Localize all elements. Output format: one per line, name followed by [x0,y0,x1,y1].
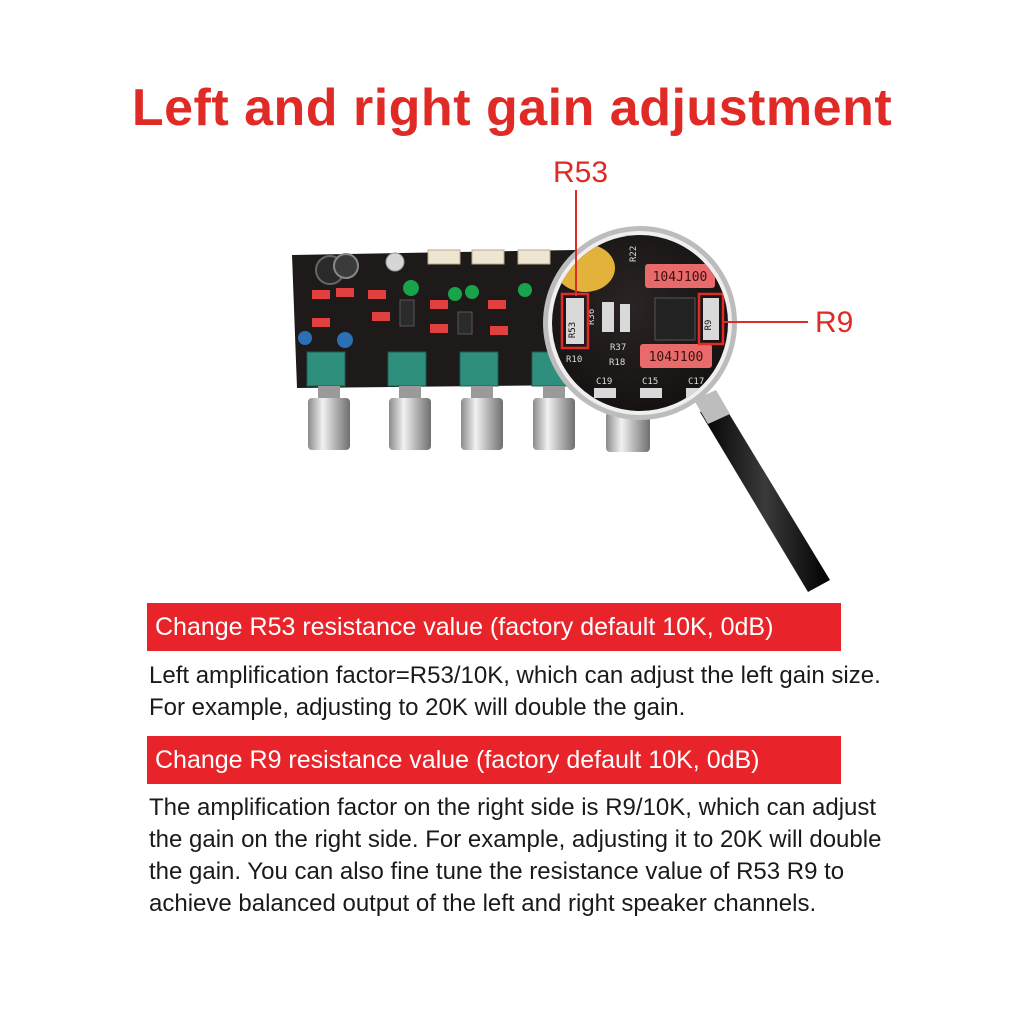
capacitor-icon [385,252,405,272]
r53-silk-label: R53 [568,322,578,338]
connector-icon [471,249,505,265]
capacitor-icon [333,253,359,279]
potentiometer-icon [387,351,427,387]
knob-icon [461,398,503,450]
knob-icon [533,398,575,450]
capacitor-icon [403,280,419,296]
capacitor-icon [298,331,312,345]
r53-section-body: Left amplification factor=R53/10K, which… [149,662,881,721]
r36-silk-label: R36 [587,309,597,325]
capacitor-icon [518,283,532,297]
cap-a-mark: 104J100 [653,270,708,285]
magnifier-handle [694,390,830,592]
connector-icon [427,249,461,265]
potentiometer-icon [306,351,346,387]
capacitor-icon [465,285,479,299]
c19-silk-label: C19 [596,377,612,387]
r37-silk-label: R37 [610,343,626,353]
r53-callout-label: R53 [553,156,609,189]
capacitor-icon [337,332,353,348]
cap-b-mark: 104J100 [649,350,704,365]
r9-highlight-box [697,292,725,346]
r9-section-heading: Change R9 resistance value (factory defa… [147,736,841,784]
r10-silk-label: R10 [566,355,582,365]
magnifier-lens: 104J100 104J100 R53 R9 R36 R37 R18 R10 C… [543,226,737,420]
knob-icon [389,398,431,450]
potentiometer-icon [459,351,499,387]
r9-callout-label: R9 [815,306,854,339]
c17-silk-label: C17 [688,377,704,387]
knob-icon [606,412,650,452]
connector-icon [517,249,551,265]
r9-section-body: The amplification factor on the right si… [149,794,882,917]
page-title: Left and right gain adjustment [131,79,893,137]
capacitor-icon [448,287,462,301]
r9-silk-label: R9 [704,320,714,331]
r53-section-heading: Change R53 resistance value (factory def… [147,603,841,651]
c15-silk-label: C15 [642,377,658,387]
r22-silk-label: R22 [629,246,639,262]
r18-silk-label: R18 [609,358,625,368]
knob-icon [308,398,350,450]
pcb-board [292,249,580,388]
volume-knobs [308,386,650,452]
